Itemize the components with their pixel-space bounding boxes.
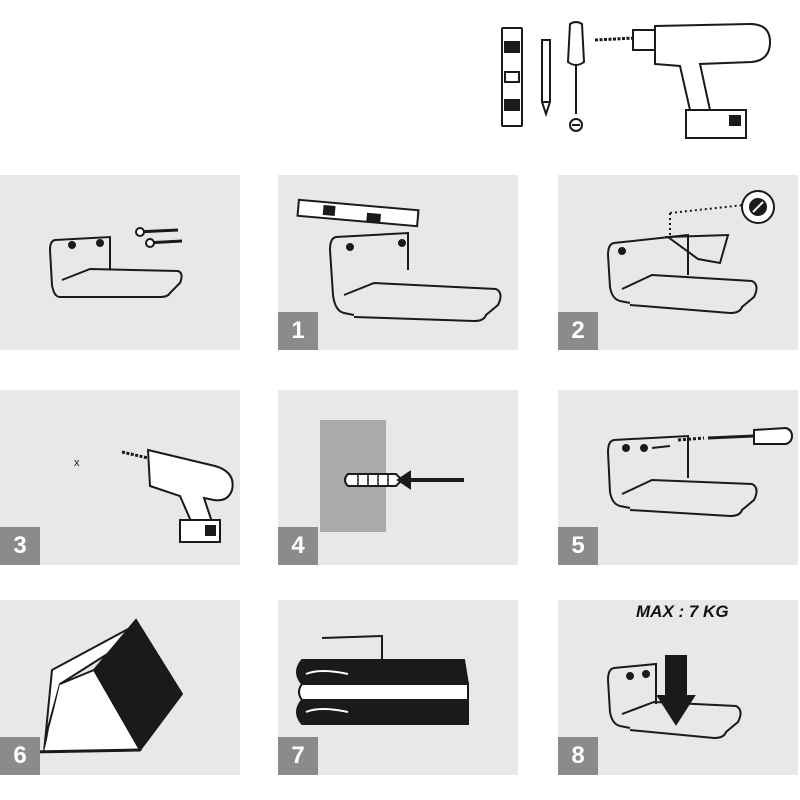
step-panel-5: 5 [558,390,798,565]
insert-plug-icon [320,420,464,532]
mark-holes-icon [606,190,775,315]
screw-shelf-icon [606,426,794,518]
screwdriver-icon [566,21,586,132]
step-number-badge: 6 [0,737,40,775]
books-stacked-icon [296,634,470,725]
step-number-badge: 4 [278,527,318,565]
step-number-badge: 1 [278,312,318,350]
step-panel-7: 7 [278,600,518,775]
step-number-badge: 5 [558,527,598,565]
step-panel-0 [0,175,240,350]
level-on-shelf-icon [296,198,502,323]
shelf-with-screws-icon [48,227,183,298]
step-panel-8: MAX : 7 KG 8 [558,600,798,775]
drill-wall-icon: x [74,448,234,543]
step-panel-1: 1 [278,175,518,350]
svg-text:x: x [74,457,80,469]
step-panel-6: 6 [0,600,240,775]
spirit-level-icon [501,27,523,127]
pencil-icon [541,39,551,118]
step-panel-2: 2 [558,175,798,350]
step-number-badge: 2 [558,312,598,350]
step-panel-3: x 3 [0,390,240,565]
cordless-drill-icon [594,22,772,139]
max-load-label: MAX : 7 KG [636,602,729,621]
step-panel-4: 4 [278,390,518,565]
book-slide-icon [29,618,184,754]
step-number-badge: 3 [0,527,40,565]
load-arrow-icon [606,655,742,740]
tools-illustration [501,21,772,139]
step-number-badge: 7 [278,737,318,775]
step-number-badge: 8 [558,737,598,775]
